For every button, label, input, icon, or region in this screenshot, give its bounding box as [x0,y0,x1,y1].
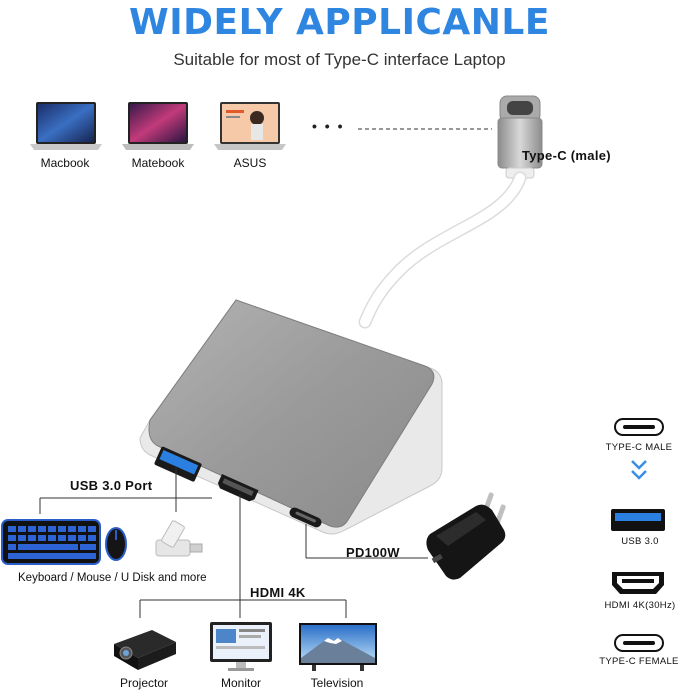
type-c-female-icon [614,634,664,652]
legend-usb3: USB 3.0 [621,536,659,547]
legend-type-c-male: TYPE-C MALE [605,442,673,453]
connector-label: Type-C (male) [522,148,611,163]
page-title: WIDELY APPLICANLE [129,2,550,43]
charger-image [424,490,514,582]
asus-image [212,100,288,156]
television-image [298,622,378,674]
usb-port-label: USB 3.0 Port [70,478,153,493]
more-dots: • • • [312,118,345,134]
laptop-label-macbook: Macbook [40,156,90,170]
laptop-label-asus: ASUS [233,156,267,170]
legend-hdmi: HDMI 4K(30Hz) [604,600,676,611]
hdmi-port-label: HDMI 4K [250,585,306,600]
type-c-icon [614,418,664,436]
macbook-image [28,100,104,156]
page-subtitle: Suitable for most of Type-C interface La… [173,50,506,69]
laptop-label-matebook: Matebook [131,156,185,170]
display-label-projector: Projector [119,676,169,690]
monitor-image [208,620,274,674]
pd-port-label: PD100W [346,545,400,560]
display-label-television: Television [310,676,364,690]
projector-image [108,620,180,674]
display-label-monitor: Monitor [220,676,261,690]
hdmi-icon [610,570,666,596]
usb-devices-label: Keyboard / Mouse / U Disk and more [18,572,207,584]
usb-a-icon [610,508,666,532]
matebook-image [120,100,196,156]
usb-devices-image [0,510,218,572]
legend-type-c-female: TYPE-C FEMALE [599,656,679,667]
chevron-down-icon [629,458,649,484]
